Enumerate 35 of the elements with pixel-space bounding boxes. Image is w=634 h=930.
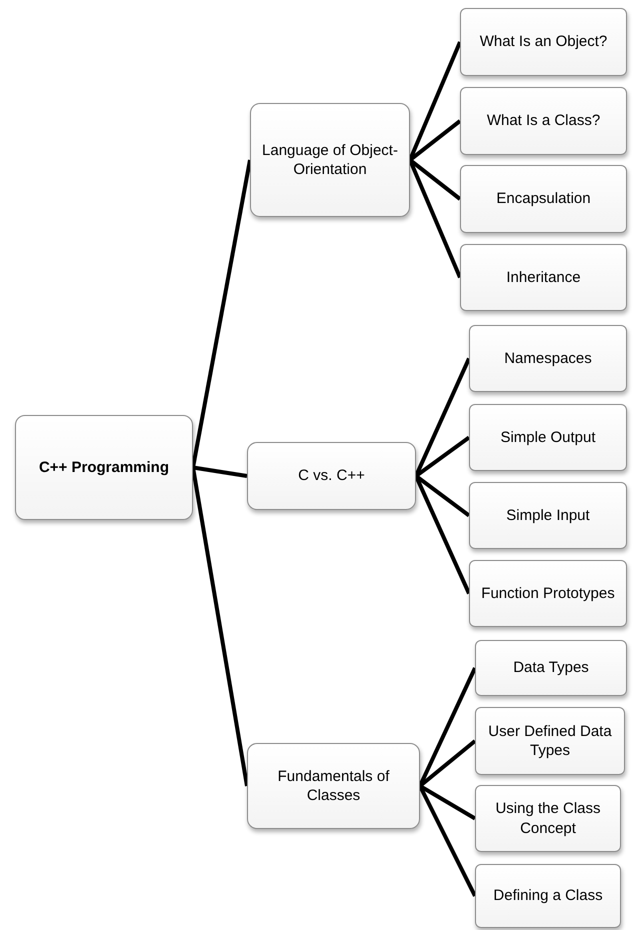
topic-box — [475, 640, 627, 696]
connector-line — [191, 467, 249, 786]
topic-box — [247, 743, 420, 829]
connector-line — [191, 160, 252, 468]
topic-box — [250, 103, 410, 217]
topic-box — [475, 707, 625, 775]
topic-label: What Is a Class? — [486, 111, 600, 131]
topic-label: Encapsulation — [496, 189, 591, 209]
topic-label: Data Types — [513, 658, 589, 678]
topic-label: Fundamentals of Classes — [276, 766, 390, 806]
topic-box — [475, 864, 621, 928]
topic-box — [475, 785, 621, 852]
topic-box — [460, 8, 627, 76]
topic-box — [469, 482, 627, 549]
topic-label: Defining a Class — [493, 886, 603, 906]
topic-box — [469, 560, 627, 627]
topic-label: C vs. C++ — [298, 466, 365, 486]
topic-label: Simple Input — [506, 506, 590, 526]
topic-label: Using the Class Concept — [494, 799, 602, 838]
connector-line — [192, 466, 248, 478]
topic-label: User Defined Data Types — [487, 722, 613, 760]
topic-box — [15, 415, 193, 520]
topic-box — [469, 404, 627, 471]
topic-box — [460, 244, 627, 311]
topic-label: Function Prototypes — [481, 584, 615, 604]
topic-box — [460, 87, 627, 155]
topic-label: Inheritance — [506, 268, 581, 288]
topic-label: Namespaces — [504, 348, 592, 368]
topic-label: Language of Object-Orientation — [261, 140, 399, 180]
topic-box — [469, 325, 627, 392]
topic-label: C++ Programming — [38, 458, 170, 478]
topic-box — [460, 165, 627, 233]
topic-label: Simple Output — [500, 428, 596, 448]
topic-box — [247, 442, 416, 510]
topic-label: What Is an Object? — [480, 32, 608, 52]
